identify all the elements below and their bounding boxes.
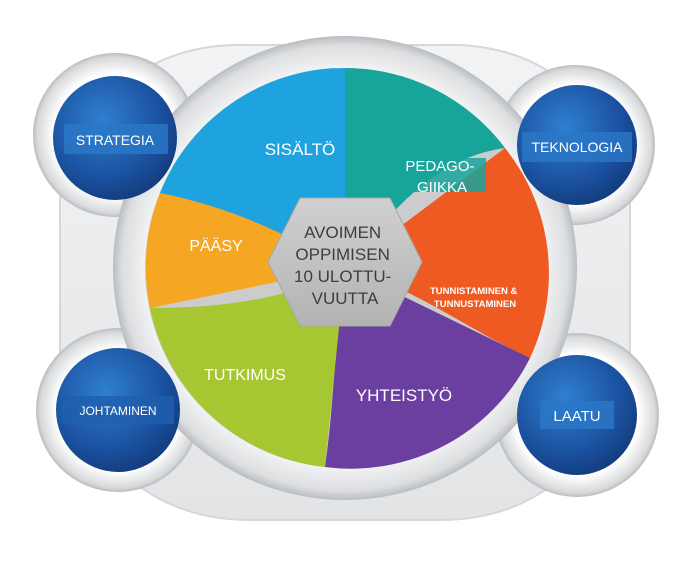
center-title-line-3: 10 ULOTTU- [294,267,391,286]
segment-label-paasy: PÄÄSY [189,237,243,255]
satellite-johtaminen[interactable]: JOHTAMINEN [56,348,180,472]
label-box-paasy [175,232,257,258]
svg-text:TUNNISTAMINEN & TUNNUSTAMI: TUNNISTAMINEN & TUNNUSTAMINEN [430,286,520,310]
label-box-tutkimus [192,358,298,388]
segment-label-yhteistyo: YHTEISTYÖ [356,386,452,405]
label-box-pedagogiikka [400,158,486,192]
segment-label-pedagogiikka-1: PEDAGO- [405,158,474,175]
segment-label-tunnistaminen-2: TUNNUSTAMINEN [434,299,516,310]
satellite-laatu[interactable]: LAATU [517,355,637,475]
center-title-line-2: OPPIMISEN [295,245,389,264]
satellite-label-teknologia: TEKNOLOGIA [531,139,623,155]
center-title-line-4: VUUTTA [312,289,379,308]
satellite-strategia[interactable]: STRATEGIA [53,76,177,200]
segment-label-sisalto: SISÄLTÖ [265,140,336,159]
satellite-label-strategia: STRATEGIA [76,132,155,148]
segment-label-tutkimus: TUTKIMUS [204,367,286,384]
center-hexagon [267,197,423,327]
svg-text:PEDAGO- GIIKKA: PEDAGO- GIIKKA [405,158,478,196]
satellite-label-johtaminen: JOHTAMINEN [79,404,156,418]
satellite-teknologia[interactable]: TEKNOLOGIA [517,85,637,205]
segment-label-tunnistaminen-1: TUNNISTAMINEN & [430,286,518,297]
svg-text:AVOIMEN OPPIMISEN 10 U: AVOIMEN OPPIMISEN 10 ULOTTU- VUUTTA [294,223,396,308]
satellite-label-laatu: LAATU [553,408,600,425]
segment-tunnistaminen-shape[interactable] [345,148,549,358]
segment-label-pedagogiikka-2: GIIKKA [417,179,467,196]
center-title-line-1: AVOIMEN [304,223,381,242]
